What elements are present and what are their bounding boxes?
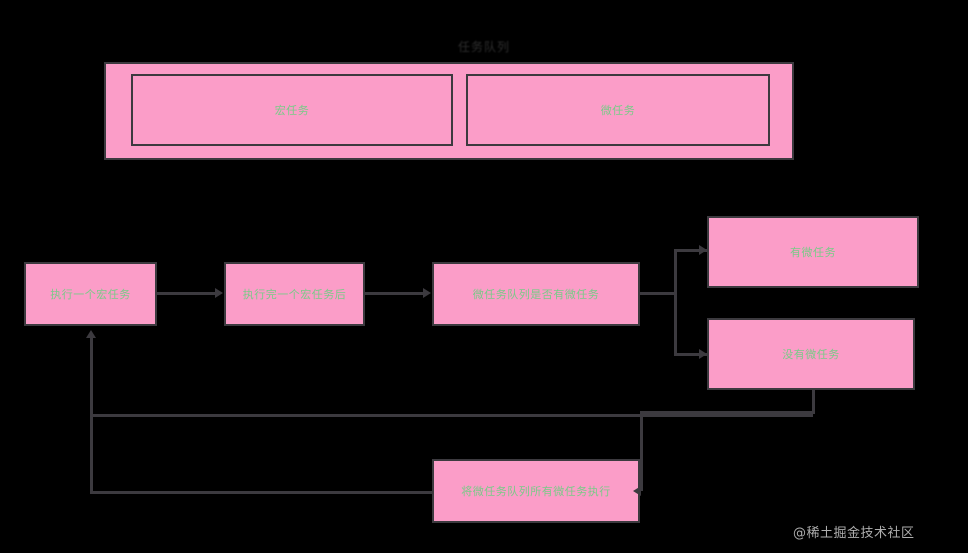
edge-no-microtask-return: [90, 414, 813, 417]
flow-step-after-macro-task[interactable]: 执行完一个宏任务后: [224, 262, 365, 326]
micro-task-queue-box[interactable]: 微任务: [466, 74, 770, 146]
loop-label: 将微任务队列所有微任务执行: [461, 484, 611, 498]
flow-step-execute-macro-task[interactable]: 执行一个宏任务: [24, 262, 157, 326]
flow-decision-microtask-queue[interactable]: 微任务队列是否有微任务: [432, 262, 640, 326]
branch-has-microtask-box[interactable]: 有微任务: [707, 216, 919, 288]
loop-execute-all-microtasks-box[interactable]: 将微任务队列所有微任务执行: [432, 459, 640, 523]
edge-branch-to-has-microtask: [674, 249, 707, 252]
branch-spine: [674, 249, 677, 356]
edge-has-microtask-down: [812, 390, 815, 413]
arrowhead-step1-to-step2: [215, 288, 223, 298]
micro-task-queue-label: 微任务: [600, 103, 636, 117]
arrowhead-branch-to-has-microtask: [699, 245, 707, 255]
arrowhead-loop-back-to-step1: [86, 330, 96, 338]
arrowhead-into-loop-box: [633, 486, 641, 496]
flow-step-3-label: 微任务队列是否有微任务: [472, 287, 600, 301]
diagram-title: 任务队列: [457, 40, 510, 54]
edge-branch-to-no-microtask: [674, 353, 707, 356]
branch-has-microtask-label: 有微任务: [790, 245, 836, 259]
arrowhead-branch-to-no-microtask: [699, 349, 707, 359]
edge-down-to-loop-box: [640, 411, 643, 491]
edge-to-loop-box-horizontal: [640, 411, 815, 414]
edge-loop-back-horizontal: [90, 491, 434, 494]
macro-task-queue-label: 宏任务: [274, 103, 310, 117]
macro-task-queue-box[interactable]: 宏任务: [131, 74, 453, 146]
flow-step-1-label: 执行一个宏任务: [50, 287, 131, 301]
watermark-text: @稀土掘金技术社区: [793, 526, 915, 541]
branch-no-microtask-box[interactable]: 没有微任务: [707, 318, 915, 390]
edge-step1-to-step2: [157, 292, 216, 295]
edge-step2-to-step3: [365, 292, 424, 295]
flow-step-2-label: 执行完一个宏任务后: [242, 287, 347, 301]
branch-no-microtask-label: 没有微任务: [782, 347, 840, 361]
edge-step3-to-branch: [640, 292, 676, 295]
arrowhead-step2-to-step3: [423, 288, 431, 298]
